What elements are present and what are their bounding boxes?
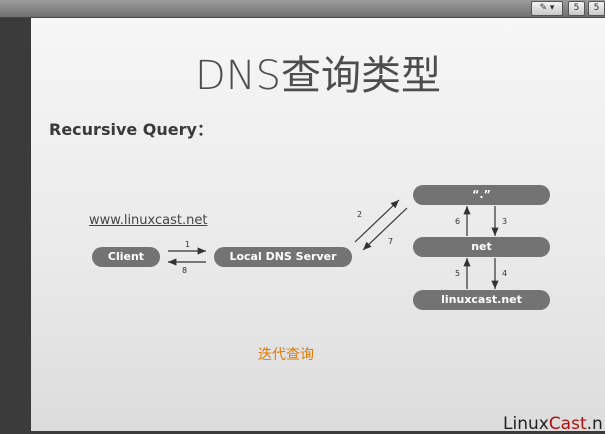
label-1: 1 xyxy=(185,240,190,249)
root-server-node: “.” xyxy=(413,185,550,205)
pen-tool-button[interactable]: ✎ ▾ xyxy=(531,1,563,16)
slide-subtitle: Recursive Query： xyxy=(49,120,213,139)
label-2: 2 xyxy=(357,210,362,219)
local-dns-node: Local DNS Server xyxy=(214,247,352,267)
slide-title: DNS查询类型 xyxy=(194,53,442,99)
label-5: 5 xyxy=(455,269,460,278)
arrows-layer: 1 8 2 7 6 3 5 4 xyxy=(168,199,507,289)
logo-accent: Cast xyxy=(548,414,587,434)
toolbar-button-3[interactable]: 5 xyxy=(588,1,605,16)
linuxcast-logo: LinuxCast.n xyxy=(503,414,603,434)
url-text: www.linuxcast.net xyxy=(89,213,208,228)
label-7: 7 xyxy=(388,237,393,246)
slide-canvas: DNS查询类型 Recursive Query： www.linuxcast.n… xyxy=(31,18,605,434)
left-sidebar-dark xyxy=(0,18,31,431)
net-server-node: net xyxy=(413,237,550,257)
linuxcast-server-node: linuxcast.net xyxy=(413,290,550,310)
logo-main: Linux xyxy=(503,414,549,434)
window-toolbar: ✎ ▾ 5 5 xyxy=(0,0,605,18)
label-6: 6 xyxy=(455,217,460,226)
arrow-2 xyxy=(354,199,400,243)
arrow-7 xyxy=(362,207,408,251)
iterative-query-note: 迭代查询 xyxy=(258,347,314,363)
client-node: Client xyxy=(92,247,160,267)
label-8: 8 xyxy=(182,266,187,275)
label-4: 4 xyxy=(502,269,507,278)
toolbar-button-2[interactable]: 5 xyxy=(568,1,585,16)
label-3: 3 xyxy=(502,217,507,226)
logo-tail: .n xyxy=(586,414,603,434)
